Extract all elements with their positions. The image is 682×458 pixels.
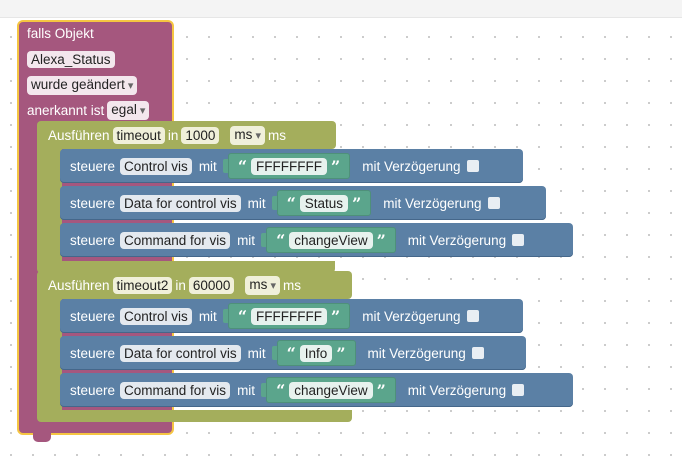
control-target-field[interactable]: Data for control vis	[120, 344, 241, 362]
open-quote-icon: “	[276, 230, 286, 250]
trigger-block-notch	[33, 433, 51, 442]
control-target-field[interactable]: Command for vis	[120, 231, 231, 249]
timeout-1-unit-dropdown[interactable]: ms	[230, 126, 265, 145]
control-block-2-1[interactable]: steuere Control vis mit “ FFFFFFFF ” mit…	[60, 299, 523, 333]
timeout-block-2-spine	[37, 295, 62, 417]
timeout-2-header: Ausführen timeout2 in 60000 ms ms	[48, 276, 301, 295]
value-input-connector	[222, 309, 229, 323]
timeout-2-in-label: in	[175, 278, 186, 293]
delay-label: mit Verzögerung	[407, 232, 507, 248]
value-input-connector	[222, 159, 229, 173]
workspace-toolbar	[0, 0, 682, 18]
event-dropdown[interactable]: wurde geändert	[27, 76, 138, 95]
open-quote-icon: “	[276, 380, 286, 400]
open-quote-icon: “	[286, 193, 296, 213]
timeout-1-value-field[interactable]: 1000	[181, 127, 220, 144]
close-quote-icon: ”	[336, 343, 346, 363]
delay-checkbox[interactable]	[512, 384, 525, 396]
delay-label: mit Verzögerung	[383, 195, 482, 211]
control-target-field[interactable]: Control vis	[120, 157, 192, 175]
ack-label: anerkannt ist	[27, 103, 105, 118]
close-quote-icon: ”	[331, 306, 341, 326]
delay-checkbox[interactable]	[471, 347, 484, 359]
control-mit-label: mit	[247, 345, 266, 361]
string-value-field[interactable]: FFFFFFFF	[251, 157, 327, 175]
control-block-1-3[interactable]: steuere Command for vis mit “ changeView…	[60, 223, 573, 257]
control-target-field[interactable]: Command for vis	[120, 381, 231, 399]
delay-checkbox[interactable]	[512, 234, 525, 246]
value-input-connector	[271, 346, 278, 360]
control-cmd-label: steuere	[70, 158, 116, 174]
open-quote-icon: “	[237, 156, 248, 176]
string-value-field[interactable]: changeView	[289, 381, 373, 399]
control-block-2-3[interactable]: steuere Command for vis mit “ changeView…	[60, 373, 573, 407]
string-block[interactable]: “ changeView ”	[266, 377, 396, 403]
control-mit-label: mit	[198, 308, 217, 324]
string-block[interactable]: “ Info ”	[276, 340, 356, 366]
string-block[interactable]: “ Status ”	[276, 190, 372, 216]
timeout-2-value-field[interactable]: 60000	[188, 277, 235, 294]
control-mit-label: mit	[237, 382, 256, 398]
control-cmd-label: steuere	[70, 232, 116, 248]
object-id-field[interactable]: Alexa_Status	[27, 51, 115, 68]
value-input-connector	[261, 233, 268, 247]
close-quote-icon: ”	[352, 193, 362, 213]
timeout-1-header: Ausführen timeout in 1000 ms ms	[48, 126, 286, 145]
string-value-field[interactable]: Status	[299, 194, 349, 212]
timeout-2-name-field[interactable]: timeout2	[112, 277, 173, 294]
close-quote-icon: ”	[376, 380, 386, 400]
delay-checkbox[interactable]	[466, 160, 479, 172]
timeout-block-2-foot	[37, 410, 352, 422]
delay-label: mit Verzögerung	[367, 345, 466, 361]
open-quote-icon: “	[237, 306, 248, 326]
control-target-field[interactable]: Data for control vis	[120, 194, 241, 212]
delay-checkbox[interactable]	[487, 197, 500, 209]
trigger-label: falls Objekt	[27, 26, 94, 41]
control-mit-label: mit	[237, 232, 256, 248]
control-mit-label: mit	[198, 158, 217, 174]
control-cmd-label: steuere	[70, 345, 116, 361]
control-block-1-2[interactable]: steuere Data for control vis mit “ Statu…	[60, 186, 546, 220]
delay-label: mit Verzögerung	[407, 382, 507, 398]
control-cmd-label: steuere	[70, 308, 116, 324]
control-block-1-1[interactable]: steuere Control vis mit “ FFFFFFFF ” mit…	[60, 149, 523, 183]
open-quote-icon: “	[286, 343, 296, 363]
timeout-block-1-foot	[37, 261, 335, 273]
timeout-1-unit-label: ms	[267, 128, 286, 143]
control-mit-label: mit	[247, 195, 266, 211]
trigger-header-row: falls Objekt	[27, 26, 94, 41]
close-quote-icon: ”	[376, 230, 386, 250]
control-target-field[interactable]: Control vis	[120, 307, 192, 325]
timeout-1-in-label: in	[167, 128, 179, 143]
control-cmd-label: steuere	[70, 195, 116, 211]
trigger-ack-row: anerkannt ist egal	[27, 101, 152, 120]
string-block[interactable]: “ FFFFFFFF ”	[227, 153, 351, 179]
trigger-event-row: wurde geändert	[24, 76, 140, 95]
timeout-block-1-spine	[37, 145, 62, 267]
timeout-1-name-field[interactable]: timeout	[112, 127, 165, 144]
timeout-2-unit-label: ms	[282, 278, 301, 293]
ack-dropdown[interactable]: egal	[107, 101, 150, 120]
timeout-2-exec-label: Ausführen	[48, 278, 110, 293]
timeout-2-unit-dropdown[interactable]: ms	[245, 276, 280, 295]
control-block-2-2[interactable]: steuere Data for control vis mit “ Info …	[60, 336, 526, 370]
control-cmd-label: steuere	[70, 382, 116, 398]
delay-label: mit Verzögerung	[362, 308, 461, 324]
trigger-object-row: Alexa_Status	[24, 51, 118, 68]
string-value-field[interactable]: FFFFFFFF	[251, 307, 327, 325]
value-input-connector	[271, 196, 278, 210]
string-block[interactable]: “ changeView ”	[266, 227, 396, 253]
value-input-connector	[261, 383, 268, 397]
string-value-field[interactable]: Info	[299, 344, 333, 362]
string-value-field[interactable]: changeView	[289, 231, 373, 249]
string-block[interactable]: “ FFFFFFFF ”	[227, 303, 351, 329]
timeout-1-exec-label: Ausführen	[48, 128, 110, 143]
delay-label: mit Verzögerung	[362, 158, 461, 174]
close-quote-icon: ”	[331, 156, 341, 176]
delay-checkbox[interactable]	[466, 310, 479, 322]
